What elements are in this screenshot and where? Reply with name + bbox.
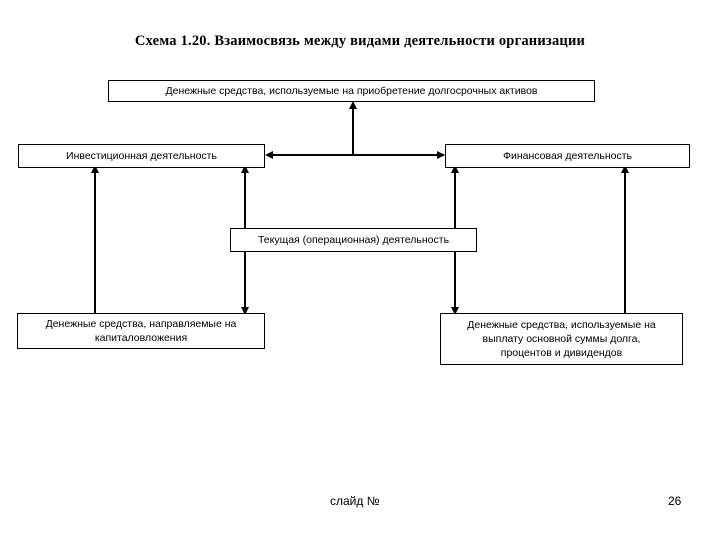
- connector-capital-investments-to-investing: [94, 172, 96, 314]
- arrowhead-down-debt-payments: [450, 307, 459, 315]
- arrowhead-down-capital-investments: [240, 307, 249, 315]
- arrowhead-up-financing-right: [620, 165, 629, 173]
- node-capital-investments[interactable]: Денежные средства, направляемые на капит…: [17, 313, 265, 349]
- arrowhead-up-investing-right: [240, 165, 249, 173]
- connector-bus-to-long-term-assets: [352, 104, 354, 156]
- arrowhead-up-long-term-assets: [348, 101, 357, 109]
- node-capital-investments-line-2: капиталовложения: [94, 332, 188, 344]
- node-long-term-assets[interactable]: Денежные средства, используемые на приоб…: [108, 80, 595, 102]
- node-investing-activity-label: Инвестиционная деятельность: [66, 150, 217, 162]
- node-long-term-assets-label: Денежные средства, используемые на приоб…: [165, 85, 538, 97]
- node-financing-activity[interactable]: Финансовая деятельность: [445, 144, 690, 168]
- node-debt-payments[interactable]: Денежные средства, используемые на выпла…: [440, 313, 683, 365]
- slide-label: слайд №: [330, 494, 380, 508]
- connector-debt-payments-to-financing: [624, 172, 626, 314]
- node-capital-investments-text: Денежные средства, направляемые на капит…: [46, 317, 237, 345]
- node-operating-activity[interactable]: Текущая (операционная) деятельность: [230, 228, 477, 252]
- arrowhead-left-investing: [265, 150, 273, 159]
- node-debt-payments-text: Денежные средства, используемые на выпла…: [467, 318, 655, 360]
- node-debt-payments-line-2: выплату основной суммы долга,: [482, 333, 641, 345]
- node-debt-payments-line-1: Денежные средства, используемые на: [467, 319, 656, 331]
- node-operating-activity-label: Текущая (операционная) деятельность: [257, 234, 450, 246]
- node-debt-payments-line-3: процентов и дивидендов: [500, 347, 623, 359]
- slide-number: 26: [668, 494, 682, 508]
- connector-bus-horizontal: [268, 154, 444, 156]
- arrowhead-up-investing-left: [90, 165, 99, 173]
- node-investing-activity[interactable]: Инвестиционная деятельность: [18, 144, 265, 168]
- node-financing-activity-label: Финансовая деятельность: [503, 150, 632, 162]
- node-capital-investments-line-1: Денежные средства, направляемые на: [45, 318, 237, 330]
- arrowhead-up-financing-left: [450, 165, 459, 173]
- page-title: Схема 1.20. Взаимосвязь между видами дея…: [134, 33, 586, 49]
- arrowhead-right-financing: [437, 150, 445, 159]
